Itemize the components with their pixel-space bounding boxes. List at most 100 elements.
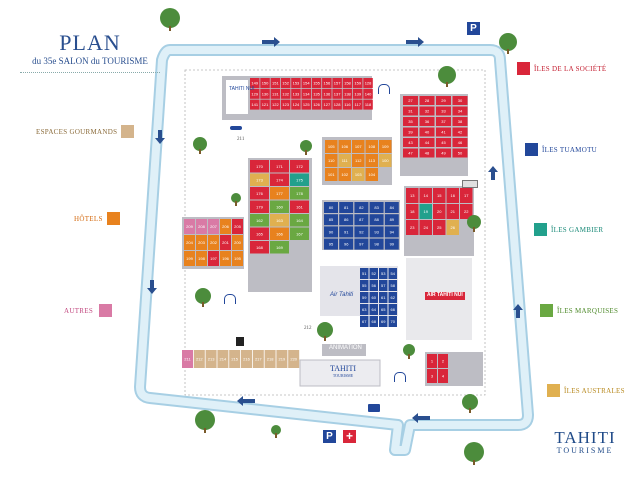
booth	[208, 235, 219, 250]
booth	[332, 78, 342, 88]
booth	[436, 148, 451, 158]
booth-number: 116	[344, 102, 351, 107]
booth	[220, 219, 231, 234]
booth-number: 31	[408, 109, 413, 114]
booth	[205, 350, 217, 368]
booth	[446, 188, 459, 203]
booth	[438, 369, 448, 383]
tree-trunk	[324, 336, 326, 341]
booth	[260, 88, 270, 99]
booth-number: 55	[362, 283, 367, 288]
legend-label: HÔTELS	[74, 214, 103, 223]
booth-number: 198	[198, 256, 205, 261]
booth-number: 110	[328, 158, 335, 163]
booth-number: 56	[372, 283, 377, 288]
booth	[270, 88, 281, 99]
tahiti-tourisme-stand-line1: TAHITI	[329, 364, 356, 373]
booth-number: 218	[267, 357, 274, 362]
tree-icon	[464, 442, 484, 462]
booth-number: 155	[313, 81, 320, 86]
booth-number: 163	[276, 218, 283, 223]
booth-number: 171	[276, 164, 283, 169]
booth	[433, 220, 446, 235]
booth-number: 128	[365, 81, 372, 86]
booth	[379, 154, 392, 167]
tahiti-tourisme-stand-label: TAHITI TOURISME	[328, 364, 358, 378]
bus-icon	[462, 180, 478, 188]
booth-number: 89	[390, 217, 395, 222]
booth	[403, 117, 418, 126]
booth	[270, 214, 289, 227]
booth-number: 134	[303, 91, 310, 96]
booth	[419, 148, 435, 158]
legend-swatch	[99, 304, 113, 317]
booth	[354, 226, 369, 238]
booth-number: 69	[381, 319, 386, 324]
booth-number: 54	[391, 271, 396, 276]
booth-number: 4	[442, 374, 445, 379]
booth-number: 97	[359, 242, 364, 247]
booth-number: 129	[251, 91, 258, 96]
booth-number: 135	[313, 91, 320, 96]
booth	[322, 99, 332, 110]
legend-swatch	[106, 212, 120, 225]
tree-trunk	[446, 82, 448, 87]
booth-number: 95	[329, 242, 334, 247]
booth-number: 152	[282, 81, 289, 86]
booth	[419, 204, 432, 219]
parking-icon: P	[323, 430, 336, 443]
booth	[419, 96, 435, 105]
booth	[325, 154, 338, 167]
booth	[353, 99, 363, 110]
booth	[384, 214, 399, 226]
booth-number: 196	[222, 256, 229, 261]
road-loop	[134, 44, 534, 456]
booth-number: 58	[391, 283, 396, 288]
plan-title-main: PLAN	[59, 30, 121, 55]
booth-number: 107	[355, 144, 362, 149]
legend-item-iles-marquises: ÎLES MARQUISES	[540, 304, 618, 317]
booth-number: 216	[243, 357, 250, 362]
booth	[419, 127, 435, 137]
booth-number: 220	[290, 357, 297, 362]
booth-number: 213	[208, 357, 215, 362]
tree-icon	[195, 410, 215, 430]
booth	[365, 140, 378, 153]
booth	[339, 226, 354, 238]
legend-item-iles-australes: ÎLES AUSTRALES	[547, 384, 625, 397]
booth-number: 101	[328, 172, 335, 177]
booth-number: 61	[381, 295, 386, 300]
booth-number: 197	[210, 256, 217, 261]
legend-swatch	[517, 62, 530, 75]
booth-number: 178	[296, 191, 303, 196]
booth-number: 83	[374, 205, 379, 210]
booth	[290, 200, 309, 213]
booth	[208, 251, 219, 266]
tree-trunk	[235, 201, 237, 206]
booth-number: 13	[410, 193, 415, 198]
booth	[250, 187, 269, 200]
legend-label: ÎLES GAMBIER	[551, 225, 604, 234]
booth	[460, 204, 473, 219]
booth	[403, 106, 418, 116]
booth-number: 15	[437, 193, 442, 198]
booth	[379, 268, 388, 279]
legend-swatch	[121, 125, 135, 138]
booth-number: 122	[272, 102, 279, 107]
tree-trunk	[275, 433, 277, 438]
booth	[419, 106, 435, 116]
booth	[452, 96, 468, 105]
booth	[232, 251, 243, 266]
booth-number: 169	[276, 245, 283, 250]
legend-swatch	[534, 223, 547, 236]
booth	[338, 154, 351, 167]
booth-number: 149	[251, 81, 258, 86]
booth-number: 133	[293, 91, 300, 96]
booth-number: 84	[390, 205, 395, 210]
bus-icon	[368, 404, 380, 412]
booth	[264, 350, 276, 368]
